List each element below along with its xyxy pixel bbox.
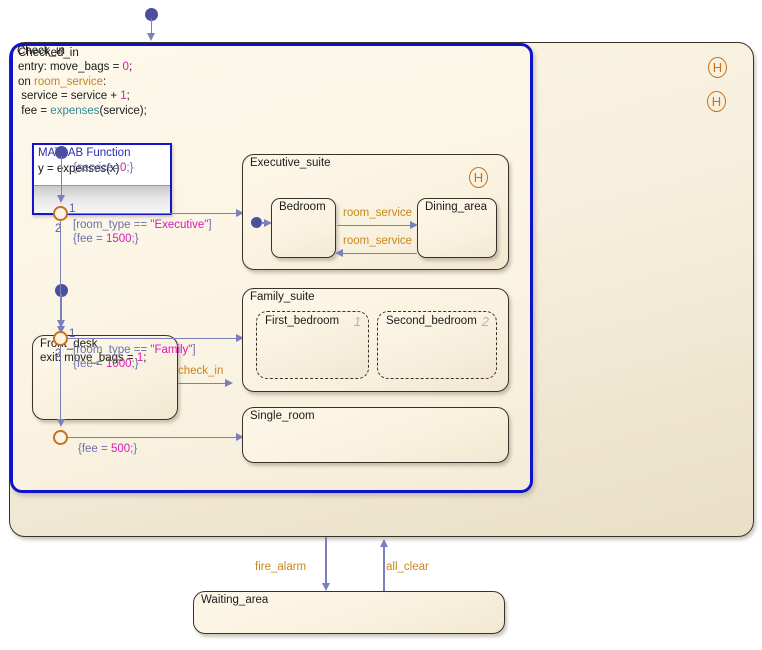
state-label-executive-suite: Executive_suite [250,157,331,169]
default-transition-dot-checked-in[interactable] [55,146,68,159]
history-junction-executive-suite[interactable]: H [469,167,488,188]
matlab-function-signature: y = expenses(x) [38,163,120,175]
state-front-desk[interactable]: Front_desk exit: move_bags = 1; [32,335,178,420]
default-transition-arrow-front-desk [57,326,65,334]
transition-arrow-junction-1-executive [236,209,244,217]
state-checked-in[interactable]: Checked_in entry: move_bags = 0; on room… [10,43,726,493]
transition-line-junction-1-to-2 [59,221,62,323]
state-executive-suite[interactable]: Executive_suite H Bedroom Dining_area ro… [242,154,509,270]
transition-line-fire-alarm [325,537,327,587]
state-action-front-desk: exit: move_bags = 1; [40,352,147,364]
transition-label-bedroom-to-dining: room_service [343,207,413,219]
default-transition-arrow-chart [147,33,155,41]
state-waiting-area[interactable]: Waiting_area [193,591,505,634]
transition-label-fire-alarm: fire_alarm [255,561,307,573]
transition-line-check-in [178,382,228,385]
default-transition-arrow-checked-in [57,195,65,203]
state-on-event-checked-in: on room_service: [18,75,107,88]
default-transition-dot-chart[interactable] [145,8,158,21]
default-transition-dot-bedroom[interactable] [251,217,262,228]
junction-1-order-2: 2 [55,223,62,235]
history-junction-checked-in[interactable]: H [707,91,726,112]
transition-line-junction-2-to-3 [59,346,62,422]
history-junction-check-in[interactable]: H [708,57,727,78]
parallel-order-second-bedroom: 2 [481,314,489,329]
connective-junction-2[interactable] [53,331,68,346]
state-single-room[interactable]: Single_room [242,407,509,463]
transition-label-junction-3: {fee = 500;} [78,443,138,455]
transition-arrow-bedroom-to-dining [410,221,418,229]
junction-2-order-1: 1 [69,328,76,340]
state-fee-action-checked-in: fee = expenses(service); [18,104,147,117]
transition-label-all-clear: all_clear [386,561,429,573]
default-transition-dot-front-desk[interactable] [55,284,68,297]
state-second-bedroom[interactable]: Second_bedroom 2 [377,311,497,379]
transition-line-junction-2-family [68,337,240,340]
transition-arrow-check-in [225,379,233,387]
transition-label-junction-1: [room_type == "Executive"] {fee = 1500;} [73,219,212,245]
default-transition-line-checked-in [60,156,63,198]
state-entry-action-checked-in: entry: move_bags = 0; [18,61,133,74]
transition-line-bedroom-to-dining [337,224,413,227]
state-first-bedroom[interactable]: First_bedroom 1 [256,311,369,379]
transition-arrow-junction-2-family [236,334,244,342]
state-dining-area[interactable]: Dining_area [417,198,497,258]
transition-line-junction-3-single [68,436,240,439]
default-transition-line-chart [150,18,153,36]
state-service-action-checked-in: service = service + 1; [18,90,130,103]
transition-label-dining-to-bedroom: room_service [343,235,413,247]
connective-junction-1[interactable] [53,206,68,221]
connective-junction-3[interactable] [53,430,68,445]
transition-label-check-in: check_in [178,365,224,377]
transition-arrow-junction-1-to-2 [56,320,65,328]
transition-arrow-all-clear [379,539,388,547]
state-check-in[interactable]: Check_in H MATLAB Function y = expenses(… [9,42,754,537]
transition-line-dining-to-bedroom [339,252,417,255]
transition-line-all-clear [383,546,385,591]
transition-arrow-junction-2-to-3 [56,419,65,427]
junction-1-order-1: 1 [69,203,76,215]
state-label-checked-in: Checked_in [18,47,79,59]
junction-2-order-2: 2 [55,348,62,360]
transition-arrow-junction-3-single [236,433,244,441]
state-label-bedroom: Bedroom [279,201,326,213]
state-label-family-suite: Family_suite [250,291,315,303]
parallel-order-first-bedroom: 1 [353,314,361,329]
state-header-checked-in: Checked_in entry: move_bags = 0; on room… [18,46,147,118]
matlab-function-block[interactable]: MATLAB Function y = expenses(x) [32,143,172,215]
default-transition-action-checked-in: {service=0;} [73,162,134,174]
state-family-suite[interactable]: Family_suite First_bedroom 1 Second_bedr… [242,288,509,392]
state-label-check-in: Check_in [17,45,65,57]
transition-arrow-dining-to-bedroom [335,249,343,257]
state-label-dining-area: Dining_area [425,201,488,213]
state-label-second-bedroom: Second_bedroom [386,315,477,327]
state-bedroom[interactable]: Bedroom [271,198,336,258]
default-transition-arrow-bedroom [264,218,272,227]
transition-line-junction-1-executive [68,212,240,215]
state-label-first-bedroom: First_bedroom [265,315,340,327]
matlab-function-title: MATLAB Function [38,147,131,159]
transition-label-junction-2: [room_type == "Family"] {fee = 1000;} [73,344,196,370]
transition-arrow-fire-alarm [321,583,330,591]
state-label-waiting-area: Waiting_area [201,594,269,606]
state-label-single-room: Single_room [250,410,315,422]
